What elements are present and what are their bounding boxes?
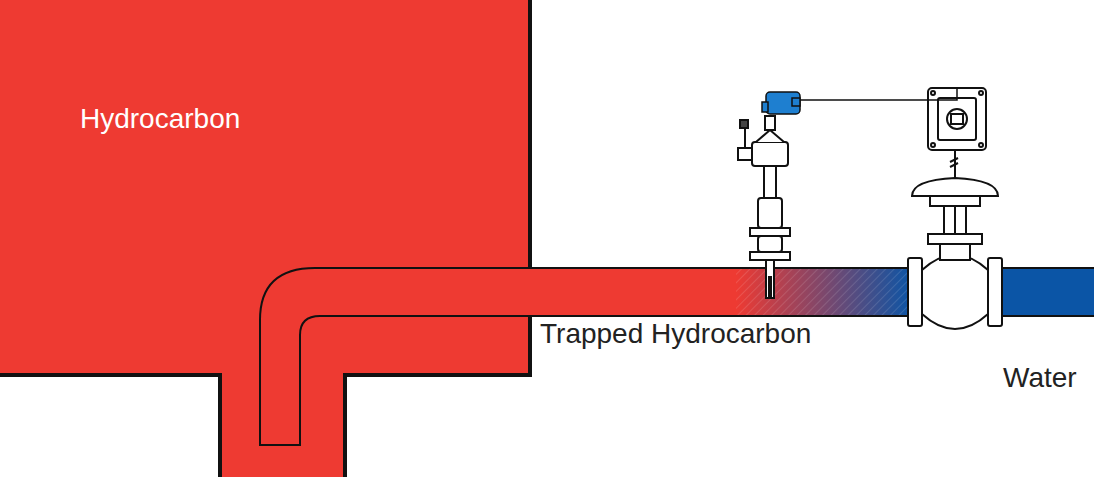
region-label: Hydrocarbon [80,103,240,135]
fluid-label: Water [1003,362,1077,394]
tank-region: Hydrocarbon [0,0,530,375]
fluid-label: Trapped Hydrocarbon [540,318,811,350]
